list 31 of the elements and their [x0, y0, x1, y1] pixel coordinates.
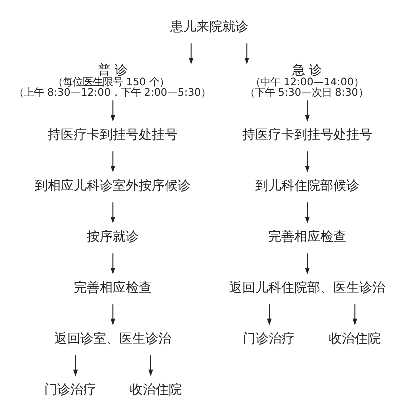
node-text: 收治住院: [328, 332, 381, 348]
arrow: [305, 151, 310, 173]
arrow: [267, 304, 272, 326]
arrow: [189, 43, 194, 65]
arrow: [110, 304, 116, 326]
arrow: [73, 355, 78, 377]
node-text: 按序就诊: [86, 230, 139, 246]
arrow: [148, 355, 154, 377]
node-text: 返回儿科住院部、医生诊治: [229, 281, 386, 296]
node-text: 到相应儿科诊室外按序候诊: [34, 179, 191, 194]
node-text: 完善相应检查: [74, 281, 152, 296]
arrow: [244, 43, 250, 65]
node-text: 持医疗卡到挂号处挂号: [48, 128, 178, 144]
node-text: 患儿来院就诊: [170, 20, 249, 36]
arrow: [305, 202, 310, 224]
node-text: 普 诊 （每位医生限号 150 个） （上午 8:30—12:00，下午 2:00—5:30）: [14, 64, 212, 99]
arrow: [110, 100, 116, 122]
node-text: 急 诊 （中午 12:00—14:00） （下午 5:30—次日 8:30）: [244, 64, 368, 99]
arrow: [305, 100, 310, 122]
arrow: [110, 151, 116, 173]
arrow: [305, 253, 310, 275]
node-text: 返回诊室、医生诊治: [54, 332, 172, 348]
node-text: 门诊治疗: [44, 383, 96, 398]
arrow: [352, 304, 358, 326]
node-text: 持医疗卡到挂号处挂号: [242, 128, 372, 144]
node-text: 门诊治疗: [243, 332, 296, 348]
node-text: 完善相应检查: [268, 230, 346, 246]
node-text: 到儿科住院部候诊: [255, 179, 360, 194]
arrow: [110, 253, 116, 275]
node-text: 收治住院: [130, 383, 182, 398]
arrow: [110, 202, 116, 224]
